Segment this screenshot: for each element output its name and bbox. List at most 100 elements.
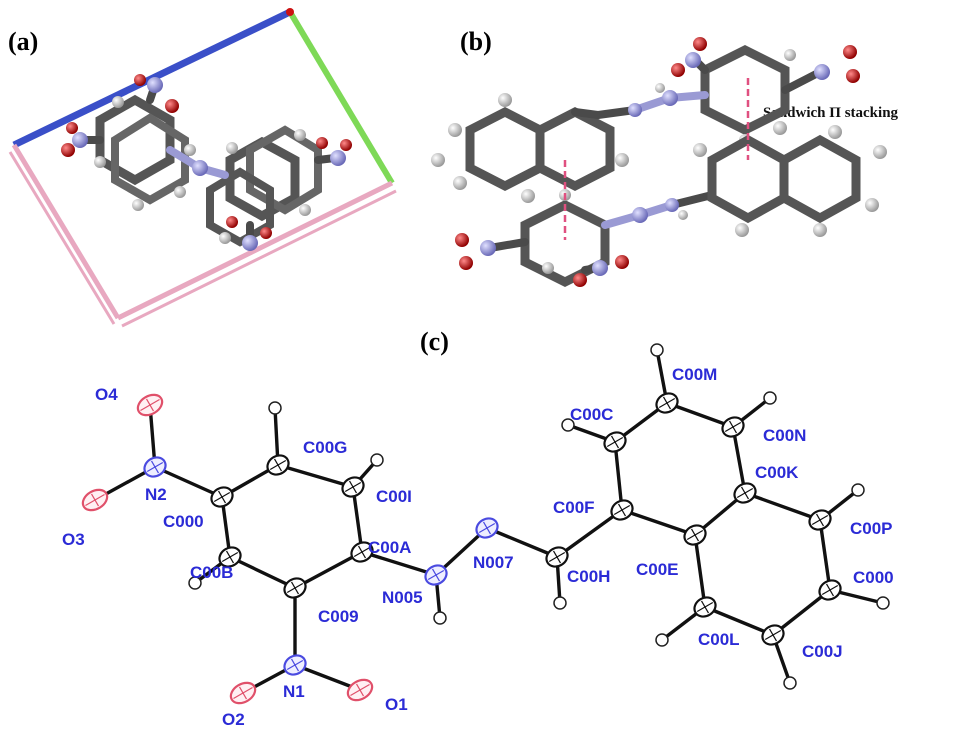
atom-label-C00B: C00B: [190, 563, 233, 582]
nitrogen-atom: [628, 103, 642, 117]
atom-C00M: [655, 392, 679, 414]
ellipsoid-axis: [662, 396, 672, 410]
ellipsoid-axis: [290, 581, 300, 595]
oxygen-atom: [134, 74, 146, 86]
bond-C00J-C00L: [703, 605, 775, 637]
ellipsoid-axis: [348, 480, 358, 494]
atom-C00E: [683, 524, 707, 546]
atom-label-C00K: C00K: [755, 463, 799, 482]
oxygen-atom: [459, 256, 473, 270]
hydrogen-atom: [498, 93, 512, 107]
hydrogen-atom: [370, 453, 384, 467]
hydrogen-atom: [174, 186, 186, 198]
bond-C00F-C00C: [613, 440, 624, 512]
bond-C00G-C00I: [276, 463, 355, 489]
aromatic-ring: [225, 136, 300, 222]
atom-label-O2: O2: [222, 710, 245, 729]
oxygen-atom: [615, 255, 629, 269]
atom-C00L: [693, 596, 717, 618]
aromatic-ring: [111, 113, 189, 205]
cell-edge: [11, 143, 121, 320]
hydrogen-atom: [678, 210, 688, 220]
bond-C009-C00B: [228, 555, 297, 590]
oxygen-atom: [226, 216, 238, 228]
nitrogen-atom: [480, 240, 496, 256]
ellipsoid-axis: [90, 493, 100, 507]
oxygen-atom: [316, 137, 328, 149]
cell-edge: [121, 189, 397, 328]
ellipsoid-axis: [150, 460, 160, 474]
atom-C000a: [210, 486, 234, 508]
nitrogen-atom: [330, 150, 346, 166]
hydrogen-atom: [226, 142, 238, 154]
nitrogen-atom: [192, 160, 208, 176]
hydrogen-atom: [655, 633, 669, 647]
ortep-drawing: [81, 343, 890, 705]
hydrogen-atom: [184, 144, 196, 156]
ellipsoid-axis: [700, 600, 710, 614]
hydrogen-atom: [542, 262, 554, 274]
bond-C00H-C00F: [555, 508, 624, 559]
bond-C00K-C00P: [743, 491, 822, 522]
packed-molecules: [61, 74, 352, 251]
cell-axis-b: [287, 10, 395, 185]
oxygen-atom: [843, 45, 857, 59]
hydrogen-atom: [813, 223, 827, 237]
atom-label-C000b: C000: [853, 568, 894, 587]
nitrogen-atom: [814, 64, 830, 80]
atom-label-C00J: C00J: [802, 642, 843, 661]
ellipsoid-axis: [145, 398, 155, 412]
bond-C00L-C00E: [693, 533, 707, 609]
ellipsoid-axis: [357, 545, 367, 559]
atom-C00H: [545, 546, 569, 568]
ellipsoid-axis: [238, 686, 248, 700]
ellipsoid-axis: [690, 528, 700, 542]
atom-label-N005: N005: [382, 588, 423, 607]
lower-molecule: [455, 121, 887, 288]
bond-C00P-C000b: [818, 518, 832, 592]
bond-C00A-C009: [293, 550, 364, 590]
aromatic-ring: [95, 94, 175, 186]
bond-C00A-N005: [360, 550, 438, 577]
dinitrophenyl-ring: [700, 44, 790, 136]
ellipsoid-axis: [617, 503, 627, 517]
oxygen-atom: [573, 273, 587, 287]
bond: [781, 68, 824, 94]
hydrogen-atom: [268, 401, 282, 415]
nitrogen-atom: [685, 52, 701, 68]
nitrogen-atom: [242, 235, 258, 251]
upper-molecule: [431, 37, 860, 203]
ellipsoid-axis: [740, 486, 750, 500]
ellipsoid-axis: [552, 550, 562, 564]
hydrogen-atom: [521, 189, 535, 203]
ellipsoid-axis: [482, 521, 492, 535]
ellipsoid-axis: [825, 583, 835, 597]
hydrogen-atom: [112, 96, 124, 108]
atom-label-C00G: C00G: [303, 438, 347, 457]
ellipsoid-axis: [815, 513, 825, 527]
hydrogen-atom: [299, 204, 311, 216]
atom-labels: O4O3N2C000C00GC00IC00AC009C00BN1O1O2N005…: [62, 365, 894, 729]
hydrogen-atom: [873, 145, 887, 159]
atom-label-C000a: C000: [163, 512, 204, 531]
bond-C00E-C00F: [620, 508, 697, 537]
panel-a: (a): [8, 8, 397, 328]
oxygen-atom: [61, 143, 75, 157]
nitrogen-atom: [592, 260, 608, 276]
ellipsoid-axis: [290, 658, 300, 672]
atom-label-N1: N1: [283, 682, 305, 701]
hydrogen-atom: [655, 83, 665, 93]
ellipsoid-axis: [355, 683, 365, 697]
atom-C00P: [808, 509, 832, 531]
oxygen-atom: [66, 122, 78, 134]
nitrogen-atom: [147, 77, 163, 93]
cell-edge: [116, 180, 394, 321]
atom-O2: [229, 681, 257, 705]
hydrogen-atom: [433, 611, 447, 625]
bond-C00I-C00A: [351, 485, 364, 554]
hydrogen-atom: [431, 153, 445, 167]
atom-N2: [143, 456, 167, 478]
naphthalene-ring: [465, 106, 545, 192]
hydrogen-atom: [865, 198, 879, 212]
